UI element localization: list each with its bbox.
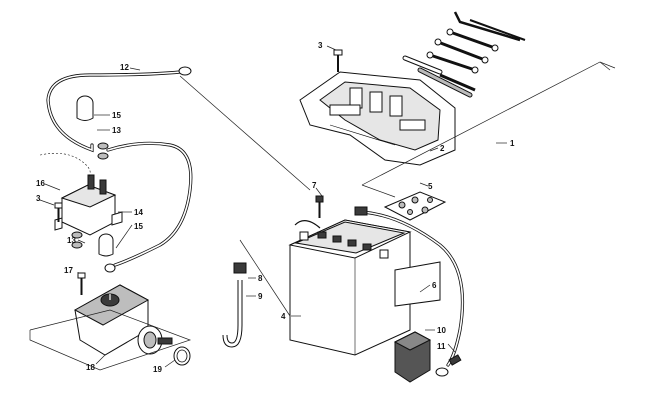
callout-labels: 1 2 3 3 4 5 6 7 8 9 10 11 12 13 13 14 15…	[36, 41, 515, 374]
leader-lines	[39, 45, 507, 368]
starter-solenoid	[54, 174, 123, 236]
callout-13-upper: 13	[112, 126, 121, 135]
callout-15-upper: 15	[112, 111, 121, 120]
hardware-kit	[383, 191, 447, 221]
callout-7: 7	[312, 181, 317, 190]
callout-10: 10	[437, 326, 446, 335]
callout-2: 2	[440, 144, 445, 153]
battery-bolt	[315, 195, 324, 218]
cable-terminal	[448, 354, 462, 366]
callout-6: 6	[432, 281, 437, 290]
callout-16: 16	[36, 179, 45, 188]
battery-pad	[394, 261, 441, 307]
battery-strap	[222, 262, 247, 348]
callout-12: 12	[120, 63, 129, 72]
tool-kit-screw	[333, 49, 343, 72]
callout-3-left: 3	[36, 194, 41, 203]
foam-block	[393, 331, 432, 383]
tool-kit-tray	[299, 71, 456, 166]
callout-1: 1	[510, 139, 515, 148]
starter-bolt	[77, 272, 86, 295]
callout-3-top: 3	[318, 41, 323, 50]
callout-15-lower: 15	[134, 222, 143, 231]
terminal-nut-lower	[71, 231, 83, 249]
battery	[288, 219, 412, 356]
callout-13-lower: 13	[67, 236, 76, 245]
starter-motor	[73, 284, 173, 356]
callout-14: 14	[134, 208, 143, 217]
battery-positive-cable	[354, 206, 465, 377]
terminal-boot-lower	[98, 233, 114, 257]
terminal-nut	[97, 142, 109, 160]
callout-11: 11	[437, 342, 446, 351]
callout-5: 5	[428, 182, 433, 191]
callout-19: 19	[153, 365, 162, 374]
terminal-boot	[76, 95, 94, 121]
starter-cable	[104, 141, 193, 273]
callout-18: 18	[86, 363, 95, 372]
callout-8: 8	[258, 274, 263, 283]
callout-17: 17	[64, 266, 73, 275]
tool-set	[402, 11, 526, 98]
callout-9: 9	[258, 292, 263, 301]
main-cable	[46, 66, 192, 153]
callout-4: 4	[281, 312, 286, 321]
solenoid-bolt	[54, 202, 63, 222]
